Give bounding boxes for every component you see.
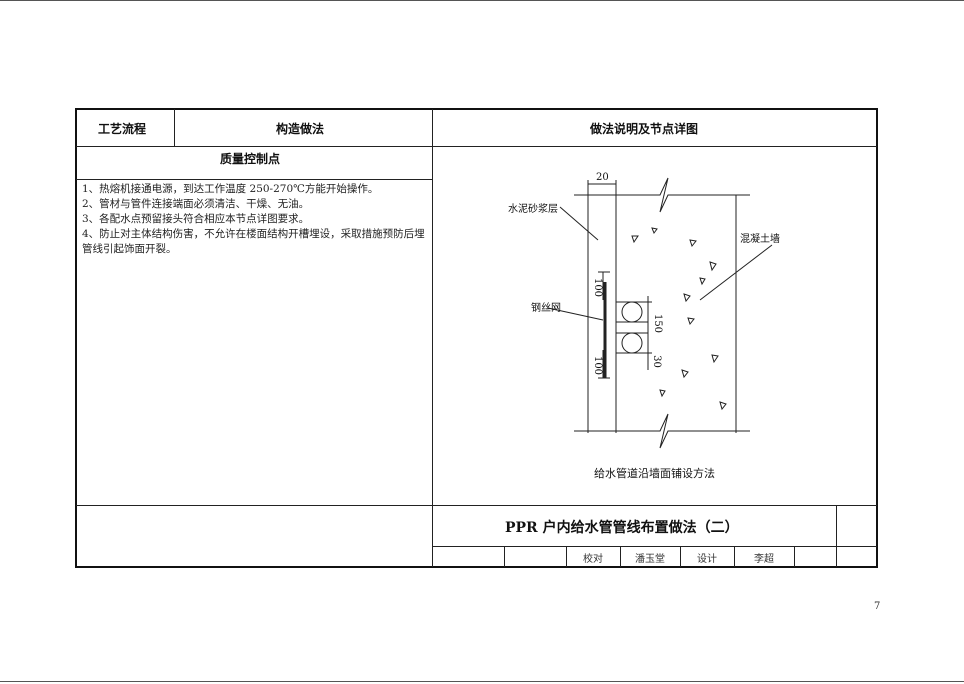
quality-item-1: 1、热熔机接通电源，到达工作温度 250-270℃方能开始操作。 [82, 183, 379, 195]
main-col-divider [432, 109, 433, 567]
label-mesh: 钢丝网 [531, 303, 561, 314]
footer-divider [76, 505, 877, 506]
footer-title: PPR 户内给水管管线布置做法（二） [505, 520, 739, 536]
top-rule [0, 0, 964, 1]
dim-20: 20 [596, 172, 609, 183]
header-process: 工艺流程 [98, 122, 147, 136]
bottom-break-line [574, 413, 750, 449]
leader-concrete [699, 244, 773, 301]
drawing-caption: 给水管道沿墙面铺设方法 [594, 467, 715, 480]
footer-cell-2 [566, 546, 567, 567]
label-concrete: 混凝土墙 [740, 234, 780, 245]
dim-30: 30 [650, 355, 662, 368]
bottom-rule [0, 681, 964, 682]
pipe-upper [621, 301, 643, 323]
quality-item-3: 3、各配水点预留接头符合相应本节点详图要求。 [82, 213, 310, 225]
header-description: 做法说明及节点详图 [590, 122, 699, 136]
footer-inner-divider [432, 546, 877, 547]
quality-divider [76, 179, 432, 180]
footer-cell-1 [504, 546, 505, 567]
pipe-lower [621, 332, 643, 354]
top-break-line [574, 177, 750, 213]
dim-150: 150 [652, 313, 664, 334]
header-divider [76, 146, 877, 147]
dim-100-top: 100 [592, 277, 604, 298]
label-mortar: 水泥砂浆层 [508, 204, 558, 215]
header-construction: 构造做法 [276, 122, 325, 136]
footer-cell-5 [734, 546, 735, 567]
check-name: 潘玉堂 [635, 554, 665, 565]
quality-title: 质量控制点 [220, 152, 281, 166]
leader-mortar [559, 206, 599, 241]
footer-cell-4 [680, 546, 681, 567]
leader-mesh [547, 307, 604, 321]
table-frame [75, 108, 878, 568]
design-name: 李超 [754, 554, 774, 565]
quality-notes: 1、热熔机接通电源，到达工作温度 250-270℃方能开始操作。 2、管材与管件… [82, 182, 427, 257]
check-label: 校对 [583, 554, 603, 565]
quality-item-2: 2、管材与管件连接端面必须清洁、干燥、无油。 [82, 198, 310, 210]
page-number: 7 [874, 601, 881, 612]
dim-100-bottom: 100 [592, 355, 604, 376]
design-label: 设计 [697, 554, 717, 565]
footer-right-divider [836, 505, 837, 567]
footer-cell-3 [620, 546, 621, 567]
header-col-divider-1 [174, 109, 175, 146]
quality-item-4: 4、防止对主体结构伤害，不允许在楼面结构开槽埋设，采取措施预防后埋管线引起饰面开… [82, 228, 425, 255]
footer-cell-6 [794, 546, 795, 567]
